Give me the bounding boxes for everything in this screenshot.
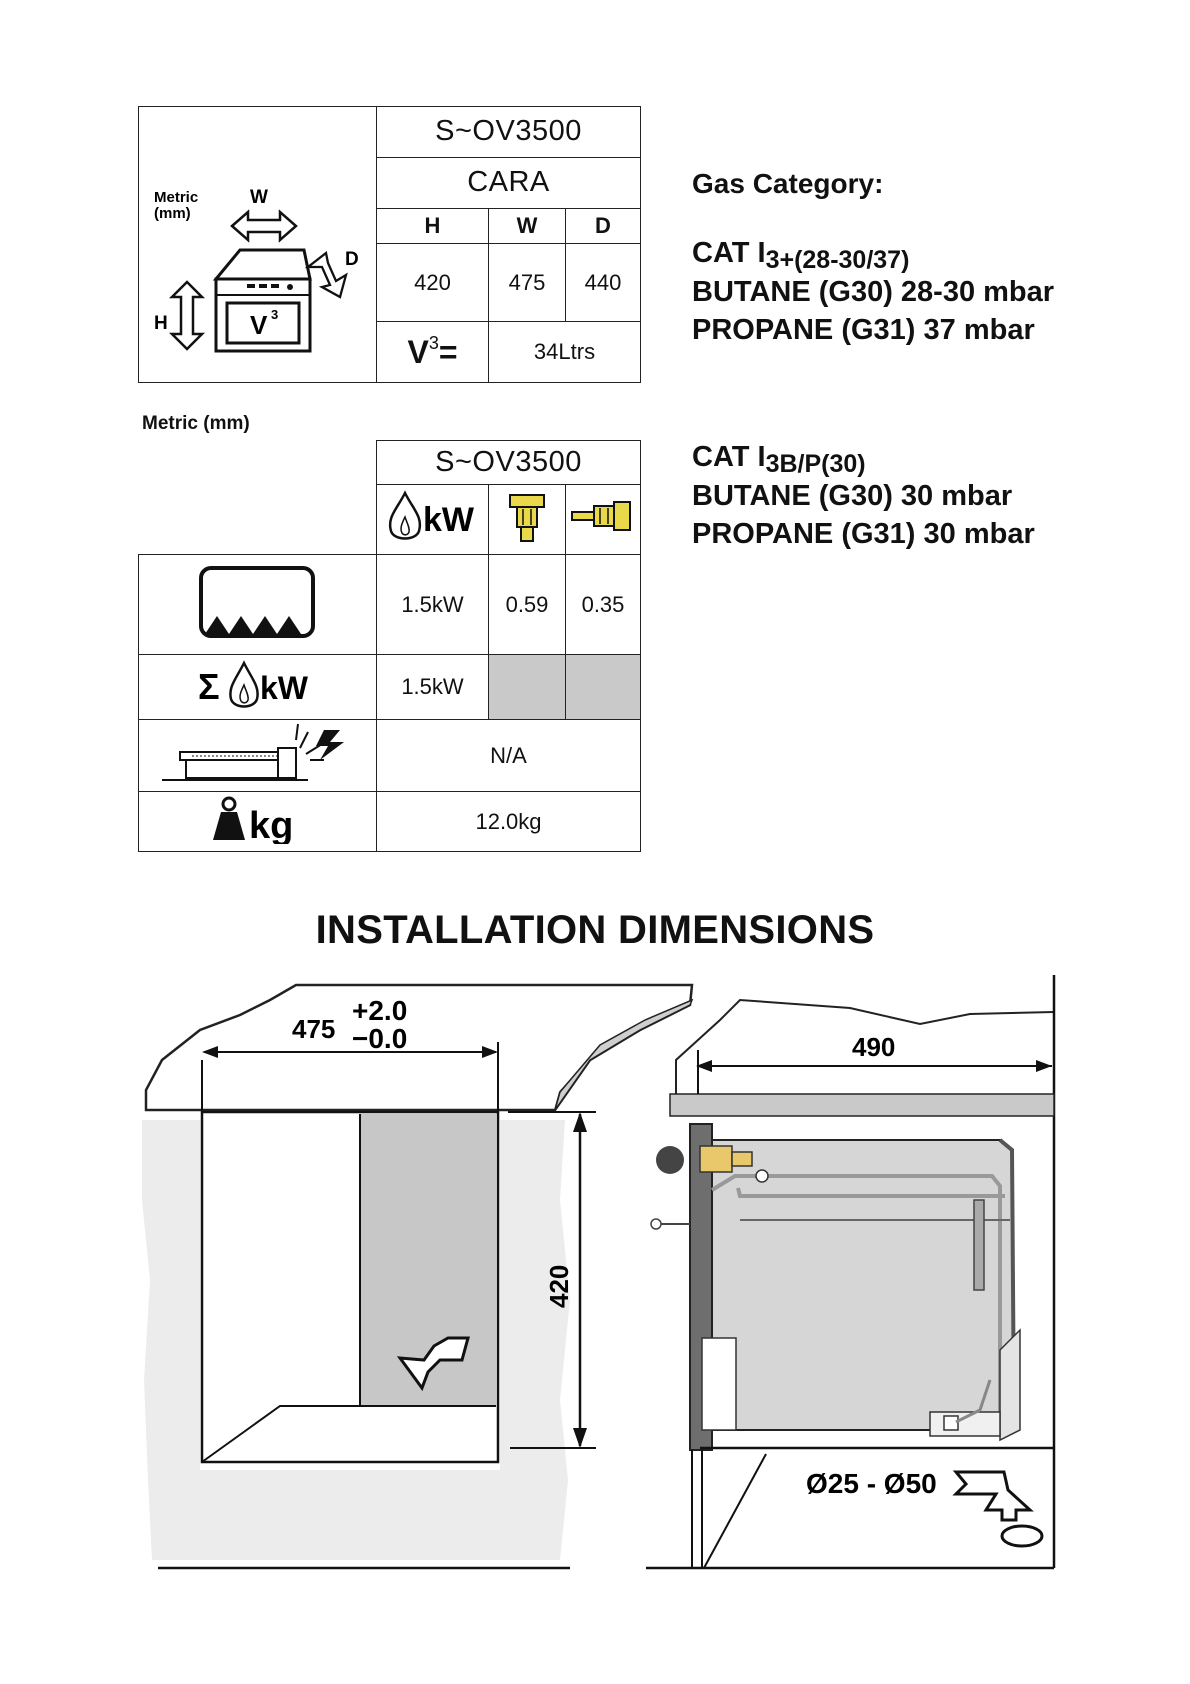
cat1-butane: BUTANE (G30) 28-30 mbar [692,276,1055,308]
icon-v-label: V [250,310,268,340]
bypass-header [565,484,641,555]
svg-text:3: 3 [271,307,278,322]
depth-arrow-icon [304,250,348,299]
oven-dimension-icon: Metric (mm) Metric W V 3 H [154,187,359,353]
weight-icon-cell: kg [138,791,377,852]
metric-icon-label: Metric (mm) [154,189,202,222]
cat1-propane: PROPANE (G31) 37 mbar [692,314,1035,346]
col-d-header: D [565,207,641,245]
oven-side-drawing: 490 Ø25 - Ø50 [646,975,1056,1570]
svg-text:Metric: Metric [154,189,198,206]
install-width-label: 475 [292,1014,335,1044]
cat1-prefix: CAT I [692,237,766,269]
volume-value: 34Ltrs [488,320,641,384]
bypass-screw-icon [571,501,631,531]
oven-injector-value: 0.59 [488,554,566,655]
total-kw-value: 1.5kW [376,654,489,720]
sum-icon: Σ [198,666,220,707]
install-hole-label: Ø25 - Ø50 [806,1468,937,1499]
oven-bypass-value: 0.35 [565,554,641,655]
install-height-label: 420 [544,1265,574,1308]
depth-value: 440 [565,243,641,322]
hole-arrow-icon [952,1470,1034,1522]
oven-kw-value: 1.5kW [376,554,489,655]
gas-category-title: Gas Category: [692,168,884,199]
flame-icon [228,659,259,708]
svg-text:kg: kg [249,805,293,844]
cat2-prefix: CAT I [692,441,766,473]
installation-title: INSTALLATION DIMENSIONS [315,908,875,952]
svg-text:kW: kW [260,670,309,706]
cat1-sub: 3+(28-30/37) [765,246,910,274]
width-arrow-icon [229,209,298,243]
oven-burner-icon [198,566,315,638]
col-w-header: W [488,207,566,245]
shaded-cell [488,654,566,720]
install-tol-minus: −0.0 [352,1023,407,1054]
height-value: 420 [376,243,489,322]
power-table: S~OV3500 kW [138,440,641,852]
cat2-butane: BUTANE (G30) 30 mbar [692,480,1013,512]
ignition-spark-icon [161,723,344,781]
gas-category-2: CAT I3B/P(30) BUTANE (G30) 30 mbar PROPA… [692,438,1035,553]
range-header: CARA [376,156,641,209]
injector-icon [509,494,545,542]
volume-label: V3= [376,320,489,384]
col-h-header: H [376,207,489,245]
width-value: 475 [488,243,566,322]
oven-burner-row-icon-cell [138,554,377,655]
metric-label: Metric (mm) [142,413,250,434]
cat2-sub: 3B/P(30) [765,450,866,478]
model-header: S~OV3500 [376,106,641,158]
install-depth-label: 490 [852,1032,895,1062]
cat2-propane: PROPANE (G31) 30 mbar [692,518,1035,550]
shaded-cell [565,654,641,720]
hole-icon [1000,1524,1044,1548]
svg-text:kW: kW [423,501,475,539]
ignition-icon-cell [138,719,377,792]
oven-door-panel [689,1123,713,1451]
oven-dimension-icon-cell: Metric (mm) Metric W V 3 H [138,106,377,383]
cabinet-front-drawing: 475 +2.0 −0.0 420 [142,983,694,1570]
gas-category-1: CAT I3+(28-30/37) BUTANE (G30) 28-30 mba… [692,234,1054,349]
flame-kw-header: kW [376,484,489,555]
dimensions-table: Metric (mm) Metric W V 3 H [138,106,641,384]
knob-icon [656,1146,684,1174]
gas-valve-icon [699,1145,733,1173]
weight-icon [221,796,236,812]
ignition-value: N/A [376,719,641,792]
total-kw-icon-cell: Σ kW [138,654,377,720]
icon-w-label: W [250,187,268,208]
weight-value: 12.0kg [376,791,641,852]
injector-header [488,484,566,555]
icon-h-label: H [154,313,168,334]
height-arrow-icon [168,280,205,351]
icon-d-label: D [345,249,359,270]
power-model-header: S~OV3500 [376,440,641,485]
flame-icon [388,490,421,540]
install-tol-plus: +2.0 [352,995,407,1026]
